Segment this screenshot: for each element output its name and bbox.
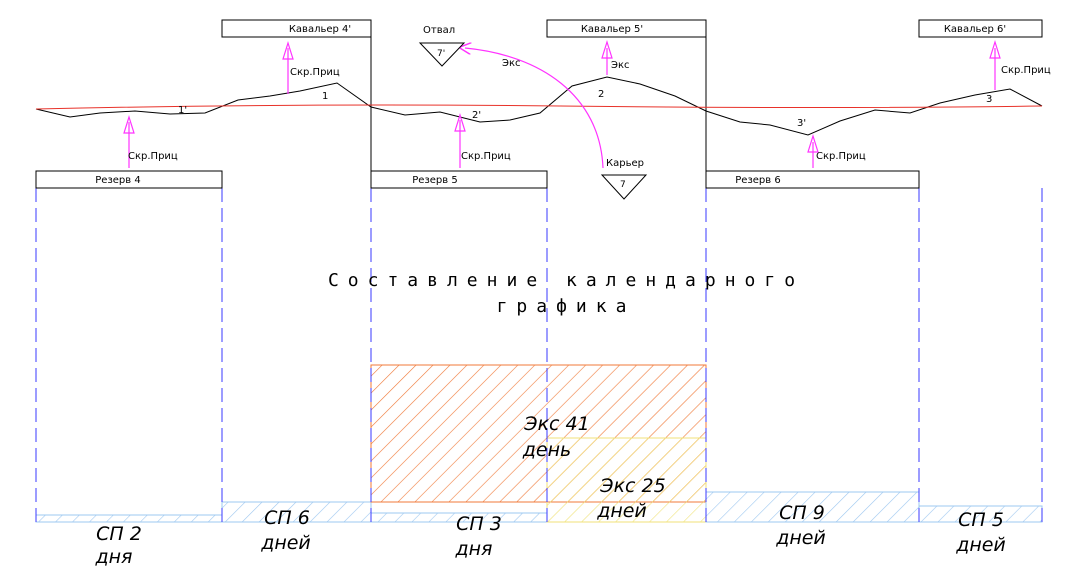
scraper-label-5: Скр.Приц	[1001, 65, 1051, 76]
quarry-label: Карьер	[606, 158, 644, 169]
scraper-label-4: Скр.Приц	[816, 151, 866, 162]
sp6-name: СП 6	[264, 507, 310, 529]
sp3-name: СП 3	[456, 513, 502, 535]
diagram-title-line1: Составление календарного	[328, 270, 804, 291]
sp9-days: дней	[775, 527, 826, 549]
reserve-boxes: Резерв 4 Резерв 5 Резерв 6	[35, 170, 920, 189]
schedule-labels: СП 2 дня СП 6 дней СП 3 дня Экс 41 день …	[95, 413, 1006, 568]
exc-transport-arc	[465, 48, 604, 169]
sp3-days: дня	[455, 538, 493, 560]
spoil-label-4: Кавальер 4'	[289, 24, 351, 35]
diagram-title-line2: графика	[497, 296, 636, 317]
section-numbers: 1 1' 2 2' 3 3'	[178, 89, 992, 129]
spoil-label-5: Кавальер 5'	[581, 24, 643, 35]
quarry-mark: 7	[620, 180, 626, 190]
quarry-triangle	[600, 174, 648, 200]
reserve-box-5	[370, 170, 548, 189]
dump-triangle	[418, 42, 466, 67]
section-3-prime: 3'	[797, 118, 806, 129]
section-boundaries	[370, 20, 707, 188]
section-2-prime: 2'	[472, 110, 481, 121]
reserve-box-4	[35, 170, 223, 189]
reserve-label-6: Резерв 6	[735, 175, 780, 186]
arrow-labels: Скр.Приц Скр.Приц Скр.Приц Скр.Приц Скр.…	[128, 58, 1051, 162]
excavator-label-1: Экс	[502, 58, 521, 69]
ground-line	[35, 104, 1043, 110]
dump: Отвал 7'	[418, 25, 466, 67]
reserve-label-4: Резерв 4	[95, 175, 140, 186]
terrain-profile	[35, 76, 1043, 136]
exc25-name: Экс 25	[599, 475, 665, 497]
sp5-days: дней	[955, 534, 1006, 556]
section-1: 1	[322, 91, 328, 102]
schedule-bars	[35, 364, 1043, 523]
bar-sp9	[705, 491, 920, 523]
dump-mark: 7'	[437, 49, 445, 59]
sp9-name: СП 9	[779, 502, 825, 524]
section-1-prime: 1'	[178, 105, 187, 116]
spoil-box-6	[918, 19, 1043, 38]
column-lines	[35, 188, 1043, 522]
scraper-label-2: Скр.Приц	[290, 67, 340, 78]
excavator-label-2: Экс	[611, 60, 630, 71]
reserve-label-5: Резерв 5	[412, 175, 457, 186]
scraper-arrows	[123, 39, 1001, 169]
sp2-days: дня	[95, 546, 133, 568]
scraper-label-3: Скр.Приц	[461, 151, 511, 162]
section-2: 2	[598, 89, 604, 100]
exc41-name: Экс 41	[523, 413, 589, 435]
dump-label: Отвал	[423, 25, 455, 36]
exc41-days: день	[522, 439, 571, 461]
sp2-name: СП 2	[96, 523, 142, 545]
spoil-box-5	[546, 19, 707, 38]
scraper-label-1: Скр.Приц	[128, 151, 178, 162]
exc25-days: дней	[596, 500, 647, 522]
bar-sp2	[35, 514, 223, 523]
spoil-box-4	[221, 19, 372, 38]
sp5-name: СП 5	[958, 509, 1004, 531]
quarry: Карьер 7	[600, 158, 648, 200]
spoil-boxes: Кавальер 4' Кавальер 5' Кавальер 6'	[221, 19, 1043, 38]
section-3: 3	[986, 94, 992, 105]
spoil-label-6: Кавальер 6'	[944, 24, 1006, 35]
sp6-days: дней	[260, 532, 311, 554]
reserve-box-6	[705, 170, 920, 189]
